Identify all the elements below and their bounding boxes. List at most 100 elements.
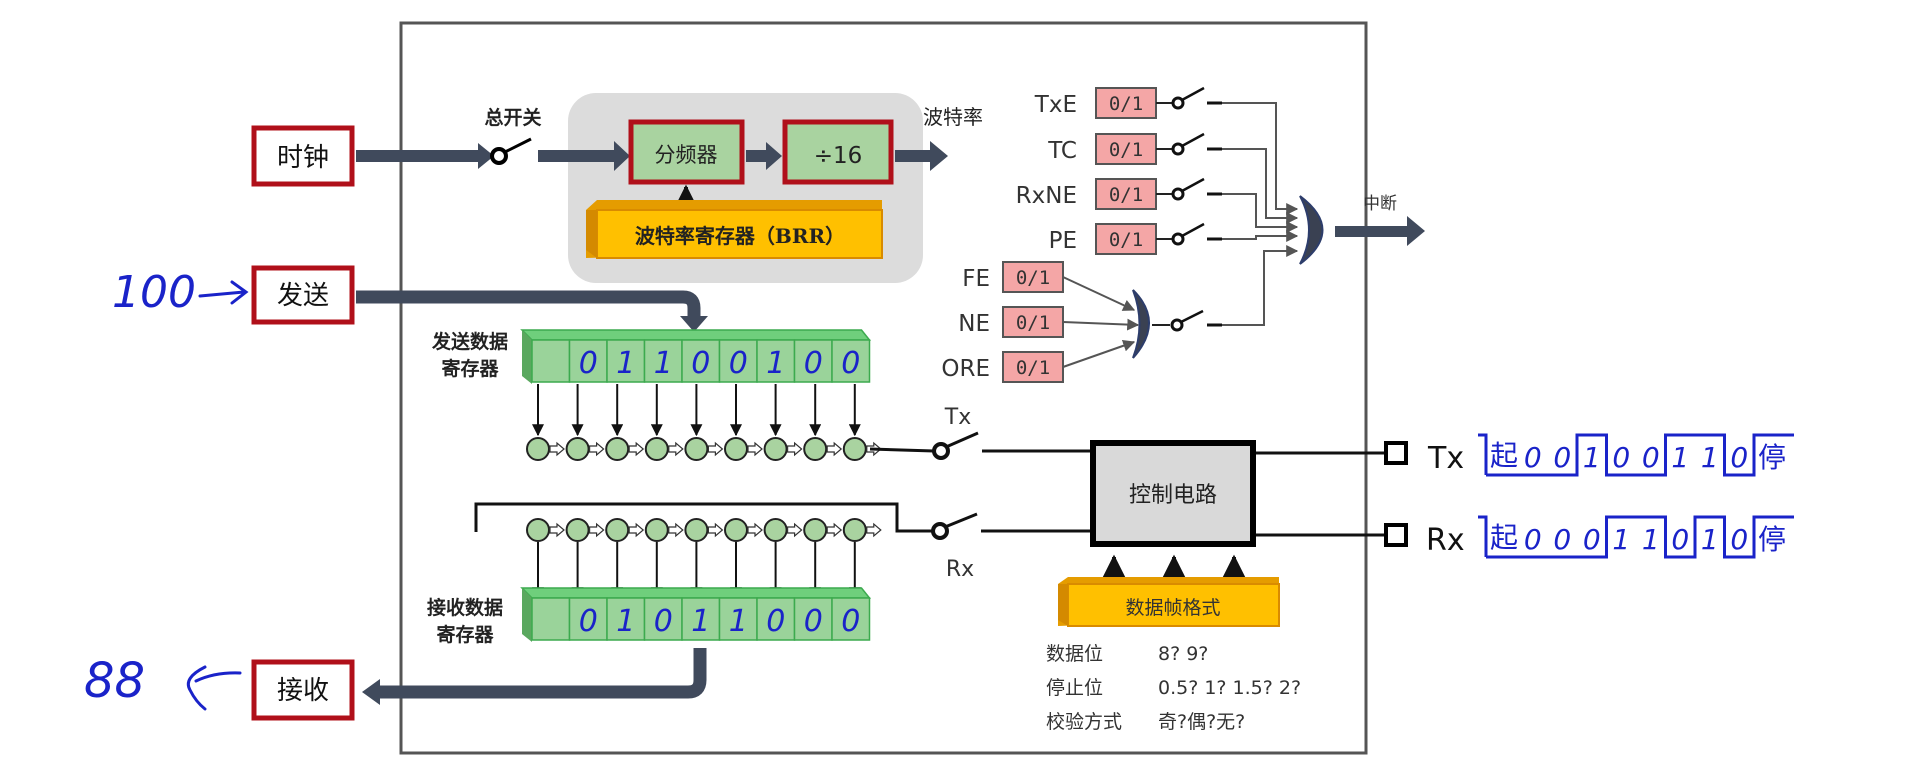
shift-bit xyxy=(842,518,867,542)
register-bit: 0 xyxy=(841,346,860,381)
receive-label: 接收 xyxy=(277,676,329,706)
shift-arrow xyxy=(628,522,645,538)
shift-arrow xyxy=(549,441,565,457)
rdr-label-line2: 寄存器 xyxy=(436,623,494,646)
register-cell xyxy=(531,597,571,641)
register-bit: 0 xyxy=(579,346,598,381)
shift-bit xyxy=(763,518,788,542)
shift-arrow xyxy=(668,441,684,457)
wave-start-edge xyxy=(1478,433,1488,475)
send-source[interactable]: 发送 xyxy=(251,265,355,325)
flag-value-box xyxy=(1002,351,1064,383)
flag-to-or-wire xyxy=(1222,230,1299,242)
interrupt-output-arrow xyxy=(1335,216,1425,246)
rx-wave-bit: 0 xyxy=(1730,523,1748,556)
flag-txe: TxE 0/1 xyxy=(1034,86,1299,215)
tx-wave-line xyxy=(1486,433,1794,477)
shift-bit xyxy=(644,518,669,542)
register-bit: 1 xyxy=(729,604,748,639)
flag-name: ORE xyxy=(941,356,990,382)
main-switch[interactable] xyxy=(490,137,532,165)
register-bit: 1 xyxy=(766,346,785,381)
rx-wave-bit: 0 xyxy=(1671,523,1689,556)
control-circuit-label: 控制电路 xyxy=(1129,483,1217,508)
shift-arrow xyxy=(589,441,605,457)
flag-value: 0/1 xyxy=(1109,139,1143,161)
tx-wave-bit: 0 xyxy=(1553,441,1571,474)
rdr-top xyxy=(520,587,872,599)
flag-switch[interactable] xyxy=(1171,86,1222,110)
frame-option-values: 0.5? 1? 1.5? 2? xyxy=(1158,677,1301,699)
tx-pin[interactable]: Tx xyxy=(1384,441,1464,476)
transmit-shift-register xyxy=(526,384,882,461)
receive-value-note: 88 xyxy=(84,653,145,709)
flag-to-or-wire xyxy=(1222,148,1299,224)
brr-register: 波特率寄存器（BRR） xyxy=(586,200,883,259)
rx-switch-label: Rx xyxy=(946,557,974,582)
flag-value-box xyxy=(1002,261,1064,293)
flag-switch[interactable] xyxy=(1171,222,1222,246)
tx-switch[interactable] xyxy=(869,431,1090,460)
rx-switch[interactable] xyxy=(474,502,1090,540)
flag-value: 0/1 xyxy=(1016,267,1050,289)
register-bit: 0 xyxy=(804,346,823,381)
shift-arrow xyxy=(707,441,724,457)
tx-wave-bit: 0 xyxy=(1642,441,1660,474)
flag-name: PE xyxy=(1049,228,1077,254)
tdr-label-line1: 发送数据 xyxy=(431,330,508,353)
tx-wave-bit: 1 xyxy=(1671,441,1689,474)
tdr-label-line2: 寄存器 xyxy=(441,357,499,380)
register-bit: 1 xyxy=(691,604,710,639)
receive-sink[interactable]: 接收 xyxy=(251,659,355,721)
clock-label: 时钟 xyxy=(277,143,329,173)
tx-switch-label: Tx xyxy=(944,405,971,430)
register-cell xyxy=(606,597,646,641)
shift-bit xyxy=(803,437,828,461)
rx-pin[interactable]: Rx xyxy=(1384,523,1465,558)
send-label: 发送 xyxy=(277,281,329,311)
register-cell xyxy=(643,597,683,641)
send-value-note: 100 xyxy=(112,267,196,318)
shift-arrow xyxy=(549,522,565,538)
tx-wave-bit: 0 xyxy=(1612,441,1630,474)
register-bit: 0 xyxy=(691,346,710,381)
frame-option-name: 停止位 xyxy=(1046,677,1103,699)
shift-arrow xyxy=(787,441,803,457)
frame-option: 校验方式奇?偶?无? xyxy=(1046,711,1245,733)
shift-arrow xyxy=(866,522,882,538)
bus-to-divider xyxy=(538,141,630,171)
shift-bit xyxy=(565,518,590,542)
flag-name: TxE xyxy=(1034,92,1077,118)
tx-pin-label: Tx xyxy=(1427,441,1464,476)
flag-value: 0/1 xyxy=(1016,312,1050,334)
register-cell xyxy=(793,339,833,383)
register-bit: 1 xyxy=(616,346,635,381)
div16-label: ÷16 xyxy=(814,143,863,169)
brr-label: 波特率寄存器（BRR） xyxy=(635,224,845,248)
frame-option: 停止位 0.5? 1? 1.5? 2? xyxy=(1046,677,1301,699)
divider-to-div16-arrow xyxy=(746,142,782,170)
shift-arrow xyxy=(628,441,645,457)
tx-wave-bit: 0 xyxy=(1524,441,1542,474)
flag-value: 0/1 xyxy=(1016,357,1050,379)
shift-bit xyxy=(803,518,828,542)
tdr-side xyxy=(522,330,532,384)
clock-source: 时钟 xyxy=(251,125,355,187)
register-bit: 0 xyxy=(729,346,748,381)
send-bus xyxy=(356,290,701,318)
error-switch[interactable] xyxy=(1152,245,1299,332)
flag-name: RxNE xyxy=(1016,183,1077,209)
shift-arrow xyxy=(747,441,763,457)
flag-switch[interactable] xyxy=(1171,132,1222,156)
rdr-label-line1: 接收数据 xyxy=(427,596,503,619)
flag-switch[interactable] xyxy=(1171,177,1222,201)
tdr-top xyxy=(520,329,872,341)
flag-to-or-wire xyxy=(1222,193,1299,233)
register-cell xyxy=(831,597,871,641)
receive-shift-register xyxy=(526,518,882,600)
register-cell xyxy=(718,597,758,641)
